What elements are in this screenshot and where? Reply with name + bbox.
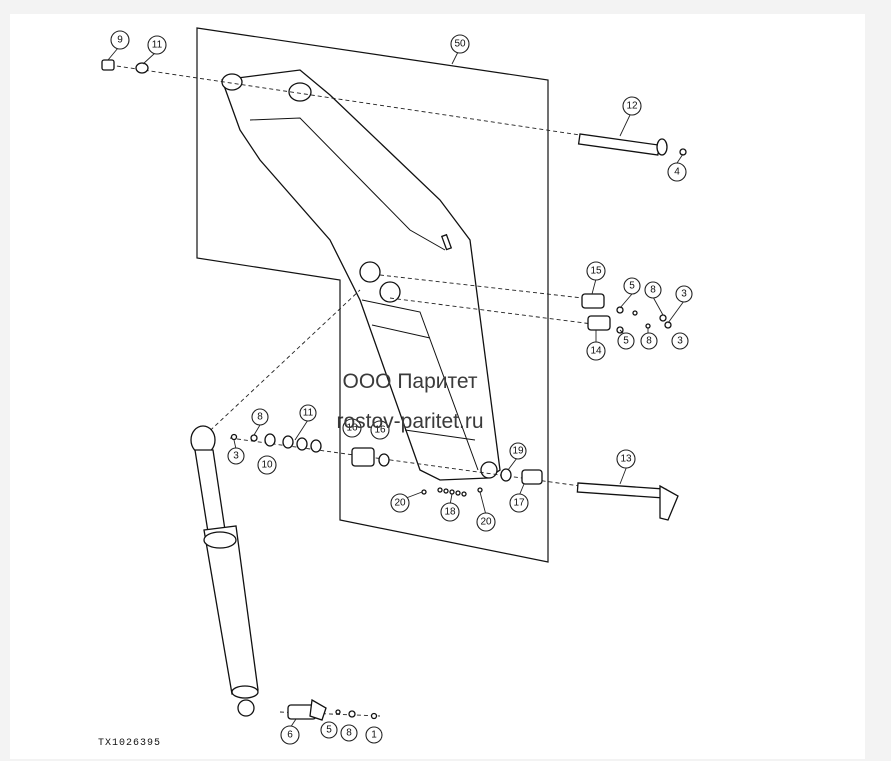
figure-id: TX1026395 [98,738,162,749]
callout-16a: 16 [342,418,362,438]
callout-12: 12 [622,96,642,116]
svg-text:12: 12 [626,101,638,112]
watermark-site: rostov-paritet.ru [336,410,484,433]
callout-3-upper: 3 [675,285,693,303]
callout-3-left: 3 [227,447,245,465]
svg-text:50: 50 [454,39,466,50]
bushings-upper [581,293,672,334]
callout-8-mid: 8 [640,332,658,350]
svg-text:5: 5 [629,281,635,292]
svg-text:11: 11 [303,408,314,419]
callout-1: 1 [365,726,383,744]
callout-8-upper: 8 [644,281,662,299]
svg-text:4: 4 [674,167,680,178]
svg-text:20: 20 [480,517,492,528]
svg-text:3: 3 [681,289,687,300]
pin-12 [577,133,687,156]
svg-text:14: 14 [590,346,602,357]
svg-text:6: 6 [287,730,293,741]
callout-8-left: 8 [251,408,269,426]
svg-text:3: 3 [233,451,239,462]
pin-6 [287,698,378,721]
svg-text:8: 8 [650,285,656,296]
svg-text:5: 5 [623,336,629,347]
svg-text:8: 8 [257,412,263,423]
callout-5-bottom: 5 [320,721,338,739]
svg-text:15: 15 [590,266,602,277]
callout-13: 13 [616,449,636,469]
callout-3-mid: 3 [671,332,689,350]
callouts: 9 11 50 12 4 15 5 8 3 14 5 8 8 3 3 10 11… [110,30,693,745]
callout-15: 15 [586,261,606,281]
svg-text:18: 18 [444,507,456,518]
boom-assembly-outline [196,27,549,563]
callout-8-bottom: 8 [340,724,358,742]
pin-13 [500,468,679,521]
callout-4: 4 [667,162,687,182]
svg-text:1: 1 [371,730,377,741]
svg-text:3: 3 [677,336,683,347]
svg-text:13: 13 [620,454,632,465]
callout-16b: 16 [370,420,390,440]
svg-text:8: 8 [346,728,352,739]
callout-50: 50 [450,34,470,54]
callout-9: 9 [110,30,130,50]
callout-11-left: 11 [299,404,317,422]
nut-9-washer-11 [101,59,149,74]
callout-20-left: 20 [390,493,410,513]
callout-19: 19 [509,442,527,460]
callout-11: 11 [147,35,167,55]
svg-text:8: 8 [646,336,652,347]
callout-18: 18 [440,502,460,522]
callout-14: 14 [586,341,606,361]
lower-left-hardware [230,433,390,467]
hydraulic-cylinder [190,425,259,717]
svg-text:19: 19 [512,446,524,457]
svg-text:16: 16 [374,425,386,436]
callout-5-mid: 5 [617,332,635,350]
svg-text:5: 5 [326,725,332,736]
callout-5-upper: 5 [623,277,641,295]
svg-text:11: 11 [152,40,163,51]
svg-text:10: 10 [261,460,273,471]
svg-text:9: 9 [117,35,123,46]
callout-17: 17 [509,493,529,513]
svg-text:20: 20 [394,498,406,509]
callout-6: 6 [280,725,300,745]
watermark-company: ООО Паритет [342,370,478,393]
svg-text:16: 16 [346,423,358,434]
callout-20-right: 20 [476,512,496,532]
boom-body [221,69,501,481]
callout-10: 10 [257,455,277,475]
svg-text:17: 17 [513,498,525,509]
